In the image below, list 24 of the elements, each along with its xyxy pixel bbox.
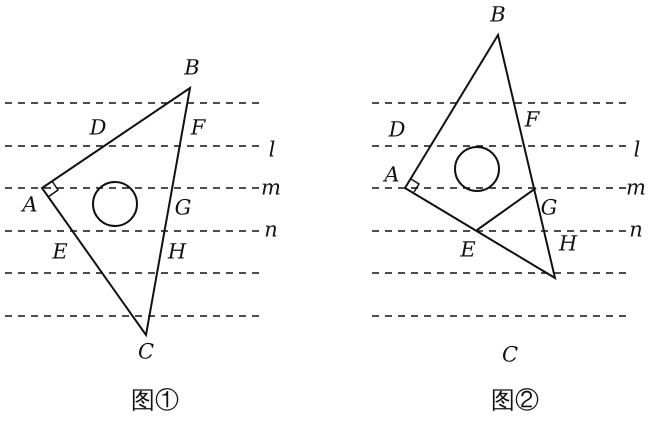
vertex-label: B <box>184 58 200 78</box>
vertex-label: A <box>384 164 400 186</box>
line-label: m <box>626 178 646 198</box>
figure-caption: 图① <box>131 388 179 412</box>
line-label: l <box>634 140 640 160</box>
point-label: D <box>90 118 106 138</box>
point-label: E <box>460 240 476 260</box>
point-label: H <box>168 242 186 262</box>
line-label: n <box>264 220 278 240</box>
point-label: D <box>388 120 406 140</box>
point-label: F <box>190 118 206 138</box>
line-label: l <box>268 140 276 160</box>
point-label: F <box>524 110 540 130</box>
vertex-label: A <box>22 194 38 216</box>
vertex-label: C <box>138 342 154 362</box>
point-label: E <box>52 242 68 262</box>
line-label: n <box>629 220 643 240</box>
line-label: m <box>261 178 281 198</box>
point-label: G <box>540 198 558 218</box>
figure-caption: 图② <box>491 388 539 412</box>
vertex-label: C <box>502 344 518 366</box>
point-label: H <box>558 234 578 254</box>
vertex-label: B <box>490 4 506 26</box>
point-label: G <box>174 198 192 218</box>
